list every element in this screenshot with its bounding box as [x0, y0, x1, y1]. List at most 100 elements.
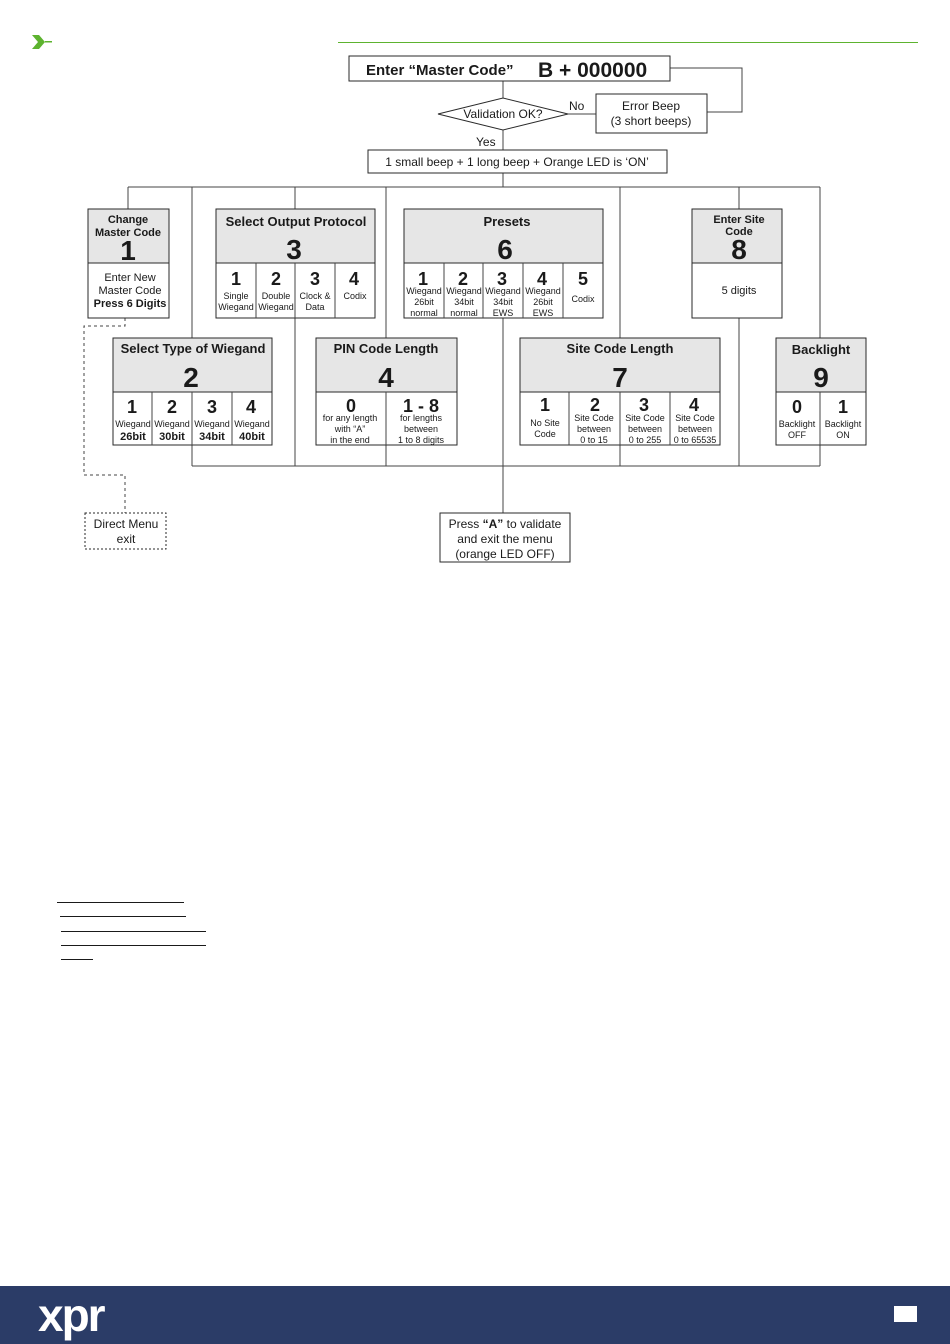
- connector-lines: [83, 67, 821, 513]
- svg-text:(orange LED OFF): (orange LED OFF): [455, 547, 554, 561]
- menu-flow-diagram: .bx { fill: #ffffff; stroke: #2a2a2a; st…: [83, 55, 867, 563]
- svg-text:4: 4: [378, 362, 394, 393]
- svg-text:1: 1: [120, 235, 136, 266]
- svg-text:for lengths: for lengths: [400, 413, 443, 423]
- svg-text:0: 0: [792, 397, 802, 417]
- svg-text:2: 2: [271, 269, 281, 289]
- svg-text:Double: Double: [262, 291, 291, 301]
- svg-text:9: 9: [813, 362, 829, 393]
- wiegand-option: 4 Wiegand 40bit: [234, 397, 270, 443]
- svg-text:1: 1: [540, 395, 550, 415]
- site-code-length-option: 4 Site Code between 0 to 65535: [674, 395, 717, 445]
- svg-text:Validation OK?: Validation OK?: [463, 107, 542, 121]
- svg-text:Enter Site: Enter Site: [713, 214, 764, 226]
- svg-text:exit: exit: [117, 532, 136, 546]
- svg-text:5: 5: [578, 269, 588, 289]
- svg-text:Code: Code: [725, 226, 753, 238]
- protocol-option: 2 Double Wiegand: [258, 269, 294, 312]
- preset-option: 5 Codix: [571, 269, 595, 304]
- svg-text:Wiegand: Wiegand: [485, 286, 521, 296]
- error-beep-box: Error Beep (3 short beeps): [595, 93, 708, 134]
- svg-text:26bit: 26bit: [120, 431, 146, 443]
- svg-text:3: 3: [497, 269, 507, 289]
- preset-option: 1 Wiegand 26bit normal: [406, 269, 442, 318]
- svg-text:0 to 255: 0 to 255: [629, 435, 662, 445]
- svg-text:Wiegand: Wiegand: [154, 419, 190, 429]
- svg-text:Presets: Presets: [484, 214, 531, 229]
- svg-text:Wiegand: Wiegand: [525, 286, 561, 296]
- preset-option: 4 Wiegand 26bit EWS: [525, 269, 561, 318]
- svg-text:0: 0: [346, 396, 356, 416]
- svg-text:Master Code: Master Code: [95, 227, 161, 239]
- chevron-right-icon: [32, 35, 52, 49]
- svg-text:Master Code: Master Code: [99, 285, 162, 297]
- svg-text:Wiegand: Wiegand: [218, 302, 254, 312]
- svg-text:Enter New: Enter New: [104, 272, 155, 284]
- site-code-length-option: 3 Site Code between 0 to 255: [625, 395, 665, 445]
- yes-label: Yes: [476, 135, 496, 149]
- svg-text:0 to 15: 0 to 15: [580, 435, 608, 445]
- svg-text:Wiegand: Wiegand: [115, 419, 151, 429]
- svg-text:Press 6 Digits: Press 6 Digits: [94, 298, 167, 310]
- svg-text:1: 1: [231, 269, 241, 289]
- svg-text:3: 3: [310, 269, 320, 289]
- no-label: No: [569, 99, 585, 113]
- wiegand-option: 1 Wiegand 26bit: [115, 397, 151, 443]
- svg-text:Backlight: Backlight: [792, 342, 851, 357]
- backlight-option: 1 Backlight ON: [825, 397, 862, 440]
- svg-text:4: 4: [246, 397, 256, 417]
- svg-text:Enter “Master Code”: Enter “Master Code”: [366, 62, 514, 79]
- footer-bar: [0, 1286, 950, 1344]
- wiegand-option: 3 Wiegand 34bit: [194, 397, 230, 443]
- svg-text:1: 1: [418, 269, 428, 289]
- svg-text:Press “A” to validate: Press “A” to validate: [449, 517, 562, 531]
- svg-text:OFF: OFF: [788, 430, 806, 440]
- svg-text:PIN Code Length: PIN Code Length: [334, 341, 439, 356]
- wiegand-option: 2 Wiegand 30bit: [154, 397, 190, 443]
- svg-text:1: 1: [838, 397, 848, 417]
- menu-3-output-protocol: Select Output Protocol 3 1 Single Wiegan…: [215, 208, 376, 319]
- svg-text:30bit: 30bit: [159, 431, 185, 443]
- protocol-option: 3 Clock & Data: [299, 269, 330, 312]
- svg-text:between: between: [404, 424, 438, 434]
- svg-text:for any length: for any length: [323, 413, 378, 423]
- preset-option: 3 Wiegand 34bit EWS: [485, 269, 521, 318]
- svg-text:normal: normal: [450, 308, 478, 318]
- footnote-rule: [57, 902, 184, 903]
- footnote-rule: [60, 916, 186, 917]
- menu-9-backlight: Backlight 9 0 Backlight OFF 1 Backlight …: [775, 337, 867, 446]
- preset-option: 2 Wiegand 34bit normal: [446, 269, 482, 318]
- svg-text:in the end: in the end: [330, 435, 370, 445]
- svg-text:2: 2: [167, 397, 177, 417]
- svg-text:between: between: [678, 424, 712, 434]
- svg-text:34bit: 34bit: [199, 431, 225, 443]
- svg-text:5 digits: 5 digits: [722, 285, 757, 297]
- svg-text:Site Code Length: Site Code Length: [567, 341, 674, 356]
- menu-7-site-code-length: Site Code Length 7 1 No Site Code 2 Site…: [519, 337, 721, 446]
- svg-text:between: between: [577, 424, 611, 434]
- svg-text:2: 2: [183, 362, 199, 393]
- backlight-option: 0 Backlight OFF: [779, 397, 816, 440]
- pin-length-option: 0 for any length with “A” in the end: [323, 396, 378, 445]
- footnote-rule: [61, 945, 206, 946]
- svg-text:6: 6: [497, 234, 513, 265]
- svg-text:Site Code: Site Code: [625, 413, 665, 423]
- svg-text:34bit: 34bit: [493, 297, 513, 307]
- svg-text:Wiegand: Wiegand: [194, 419, 230, 429]
- svg-text:normal: normal: [410, 308, 438, 318]
- svg-text:0 to 65535: 0 to 65535: [674, 435, 717, 445]
- page-number-box: [894, 1306, 917, 1322]
- svg-text:EWS: EWS: [493, 308, 514, 318]
- svg-text:8: 8: [731, 234, 747, 265]
- svg-text:Codix: Codix: [343, 291, 367, 301]
- menu-8-site-code: Enter Site Code 8 5 digits: [691, 208, 783, 319]
- footnote-rule: [61, 931, 206, 932]
- svg-text:Error Beep: Error Beep: [622, 99, 680, 113]
- site-code-length-option: 2 Site Code between 0 to 15: [574, 395, 614, 445]
- svg-text:Clock &: Clock &: [299, 291, 330, 301]
- svg-text:EWS: EWS: [533, 308, 554, 318]
- svg-text:Site Code: Site Code: [574, 413, 614, 423]
- svg-text:Data: Data: [305, 302, 324, 312]
- protocol-option: 1 Single Wiegand: [218, 269, 254, 312]
- svg-text:Wiegand: Wiegand: [258, 302, 294, 312]
